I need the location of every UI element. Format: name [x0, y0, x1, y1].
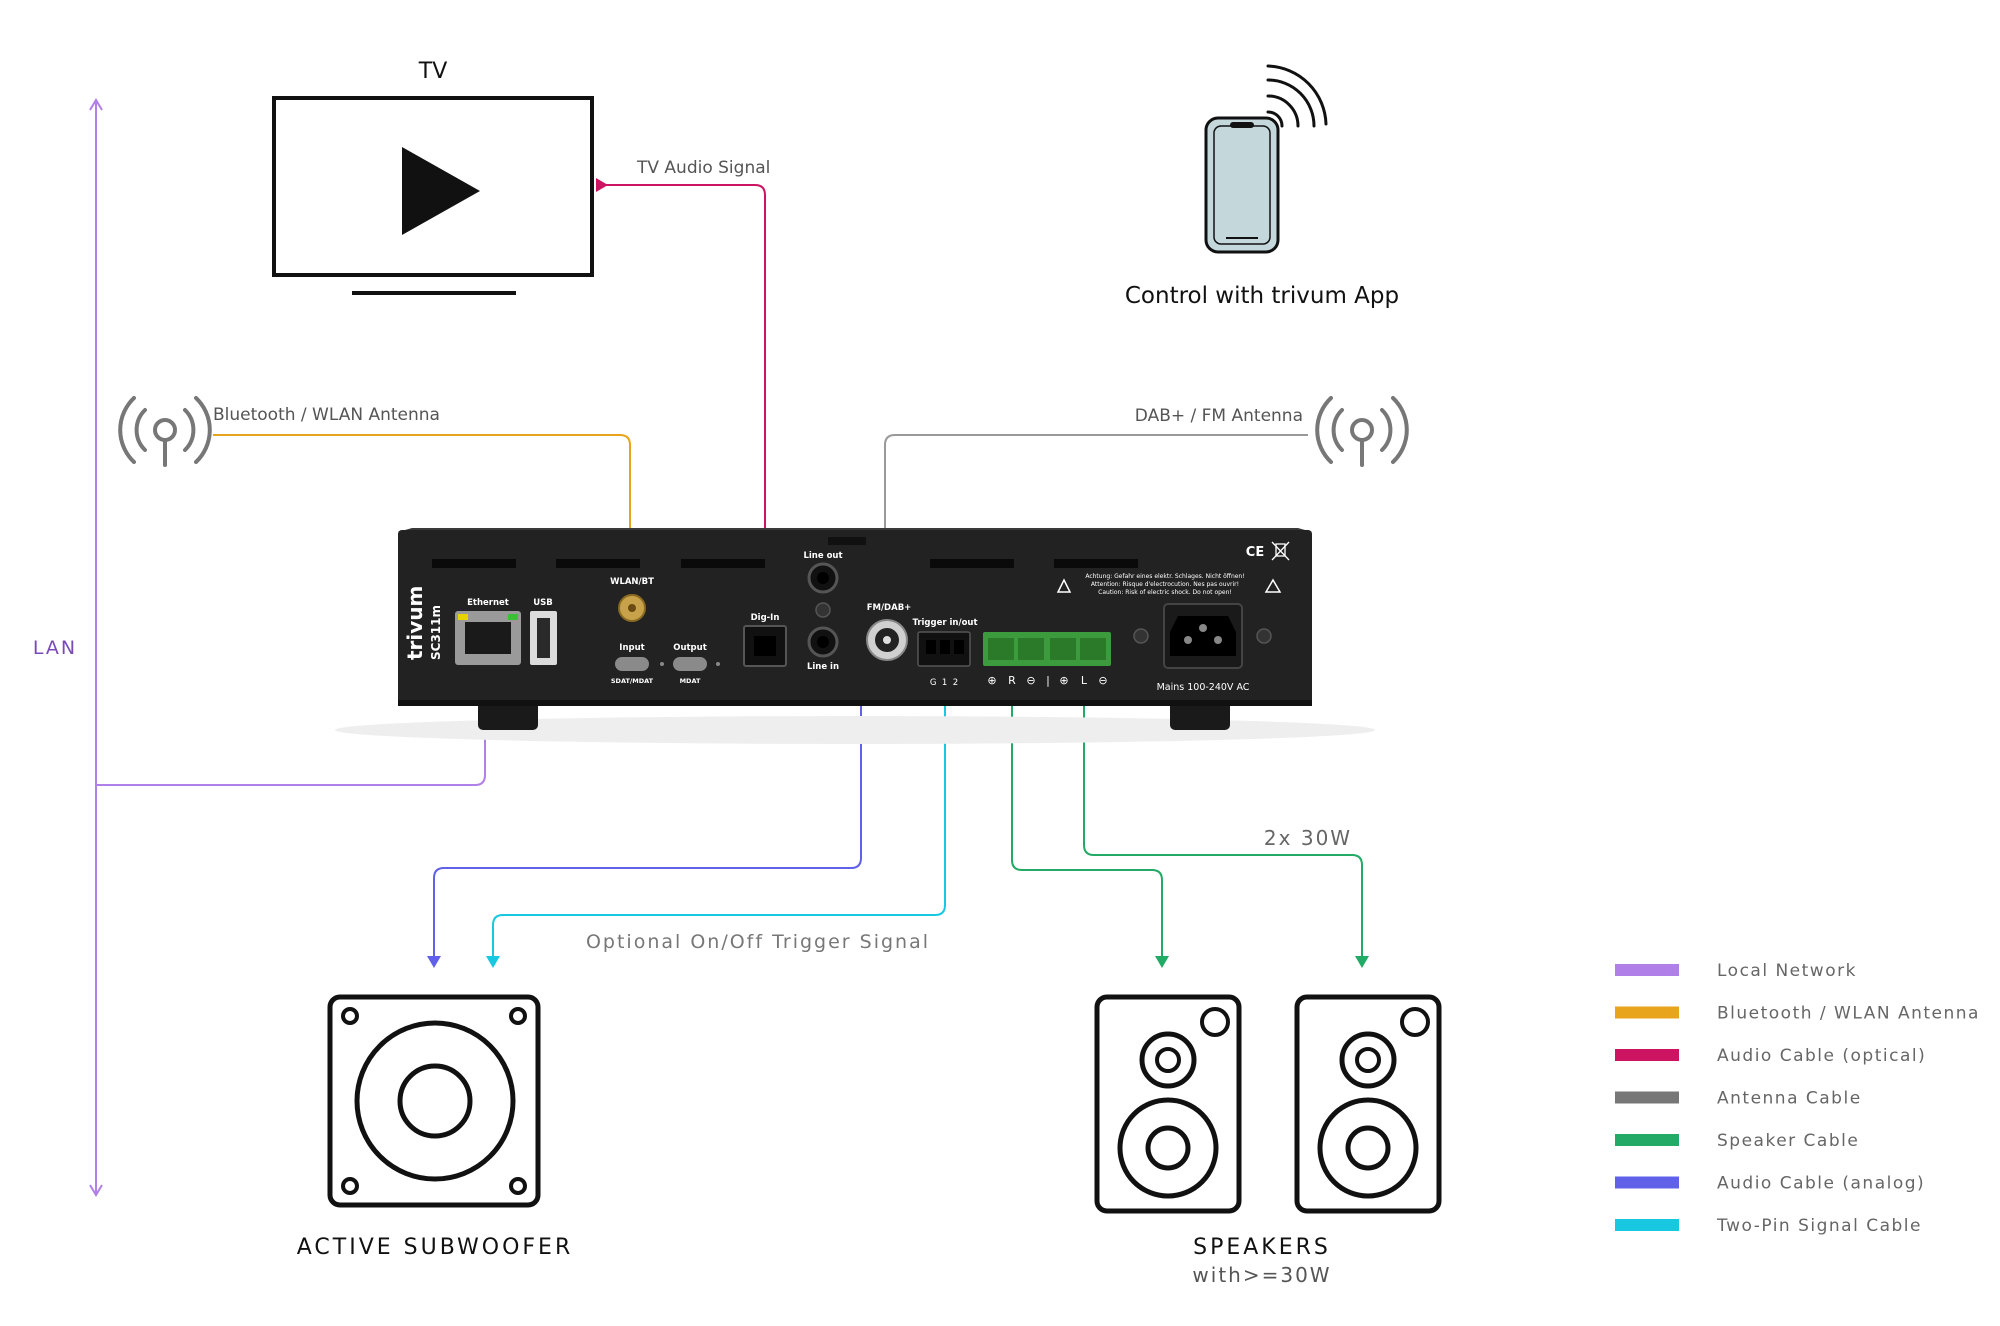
smartphone-icon: [1204, 116, 1280, 254]
antenna-icon: [1315, 396, 1409, 467]
warning-line-1: Achtung: Gefahr eines elektr. Schlages. …: [1085, 573, 1244, 580]
legend-label: Two-Pin Signal Cable: [1716, 1216, 1922, 1236]
subwoofer-icon: [327, 994, 541, 1208]
speaker-arrow-1: [1155, 956, 1169, 968]
weee-bin-icon: [1271, 541, 1290, 561]
bt-wlan-antenna-label: Bluetooth / WLAN Antenna: [213, 405, 440, 425]
trigger-cable: [492, 690, 946, 958]
analog-arrow-sub: [427, 956, 441, 968]
ethernet-label: Ethernet: [467, 598, 509, 608]
speakers-sub-label: with>=30W: [1192, 1263, 1331, 1287]
power-rating-label: 2x 30W: [1264, 826, 1352, 850]
bt-antenna-cable: [213, 434, 631, 565]
speaker-cable-right: [1011, 690, 1163, 958]
terminal-r-plus: ⊕: [987, 674, 996, 687]
trigger-signal-label: Optional On/Off Trigger Signal: [586, 931, 930, 953]
speaker-terminal[interactable]: [983, 632, 1111, 666]
dig-in-label: Dig-In: [751, 613, 780, 623]
legend-swatch: [1615, 964, 1679, 976]
fm-dab-label: FM/DAB+: [867, 603, 912, 613]
line-out-label: Line out: [803, 551, 842, 561]
tv-icon: [272, 96, 594, 295]
lan-arrow-bottom: [89, 1184, 103, 1197]
lan-label: LAN: [33, 637, 77, 659]
terminal-r-minus: ⊖: [1026, 674, 1035, 687]
trigger-label: Trigger in/out: [912, 618, 977, 628]
input-sub-label: SDAT/MDAT: [611, 677, 654, 685]
legend-label: Bluetooth / WLAN Antenna: [1717, 1004, 1980, 1024]
terminal-l-plus: ⊕: [1059, 674, 1068, 687]
speaker-icon: [1094, 994, 1242, 1214]
legend-swatch: [1615, 1134, 1679, 1146]
input-label: Input: [619, 643, 644, 653]
lan-branch: [96, 670, 486, 786]
dab-fm-antenna-label: DAB+ / FM Antenna: [1135, 406, 1303, 426]
device-sc311m: trivum SC311m Ethernet USB WLAN/BT Input…: [335, 528, 1375, 744]
legend-label: Speaker Cable: [1717, 1131, 1859, 1151]
optical-arrow-tv: [596, 178, 608, 192]
tv-label: TV: [418, 59, 448, 84]
line-in-label: Line in: [807, 662, 839, 672]
output-label: Output: [673, 643, 707, 653]
speakers-label: SPEAKERS: [1193, 1235, 1331, 1260]
shock-warning-icon: [1264, 578, 1282, 593]
subwoofer-label: ACTIVE SUBWOOFER: [297, 1235, 574, 1260]
speaker-arrow-2: [1355, 956, 1369, 968]
trigger-arrow-sub: [486, 956, 500, 968]
play-icon: [402, 147, 480, 235]
cables: [89, 98, 1363, 1197]
legend-swatch: [1615, 1006, 1679, 1019]
app-control-label: Control with trivum App: [1125, 283, 1399, 309]
ce-mark: CE: [1246, 545, 1264, 560]
mains-label: Mains 100-240V AC: [1157, 682, 1250, 693]
tv-audio-signal-label: TV Audio Signal: [636, 158, 770, 178]
legend-label: Local Network: [1717, 961, 1857, 981]
input-port[interactable]: [615, 657, 649, 671]
terminal-divider: |: [1046, 674, 1050, 687]
optical-cable: [605, 184, 766, 595]
antenna-icon: [118, 396, 212, 467]
warning-line-2: Attention: Risque d'electrocution. Nes p…: [1091, 581, 1239, 588]
wlan-bt-label: WLAN/BT: [610, 577, 654, 587]
legend-swatch: [1615, 1219, 1679, 1231]
device-model: SC311m: [429, 605, 443, 660]
legend-label: Audio Cable (optical): [1717, 1046, 1926, 1066]
warning-line-3: Caution: Risk of electric shock. Do not …: [1098, 589, 1232, 596]
legend-label: Antenna Cable: [1717, 1089, 1862, 1109]
trigger-pins-label: G 1 2: [930, 678, 958, 688]
legend-label: Audio Cable (analog): [1717, 1174, 1925, 1194]
legend-swatch: [1615, 1091, 1679, 1104]
output-sub-label: MDAT: [680, 677, 701, 685]
terminal-l: L: [1081, 674, 1088, 687]
legend-swatch: [1615, 1176, 1679, 1189]
warning-icon: [1056, 578, 1072, 593]
terminal-r: R: [1008, 674, 1016, 687]
speaker-cable-left: [1083, 690, 1363, 958]
dab-antenna-cable: [884, 434, 1308, 620]
output-port[interactable]: [673, 657, 707, 671]
legend-swatch: [1615, 1049, 1679, 1061]
speaker-icon: [1294, 994, 1442, 1214]
terminal-l-minus: ⊖: [1098, 674, 1107, 687]
usb-label: USB: [533, 598, 553, 608]
lan-arrow-top: [89, 98, 103, 111]
wifi-signal-icon: [1266, 64, 1328, 128]
device-brand: trivum: [403, 586, 427, 660]
